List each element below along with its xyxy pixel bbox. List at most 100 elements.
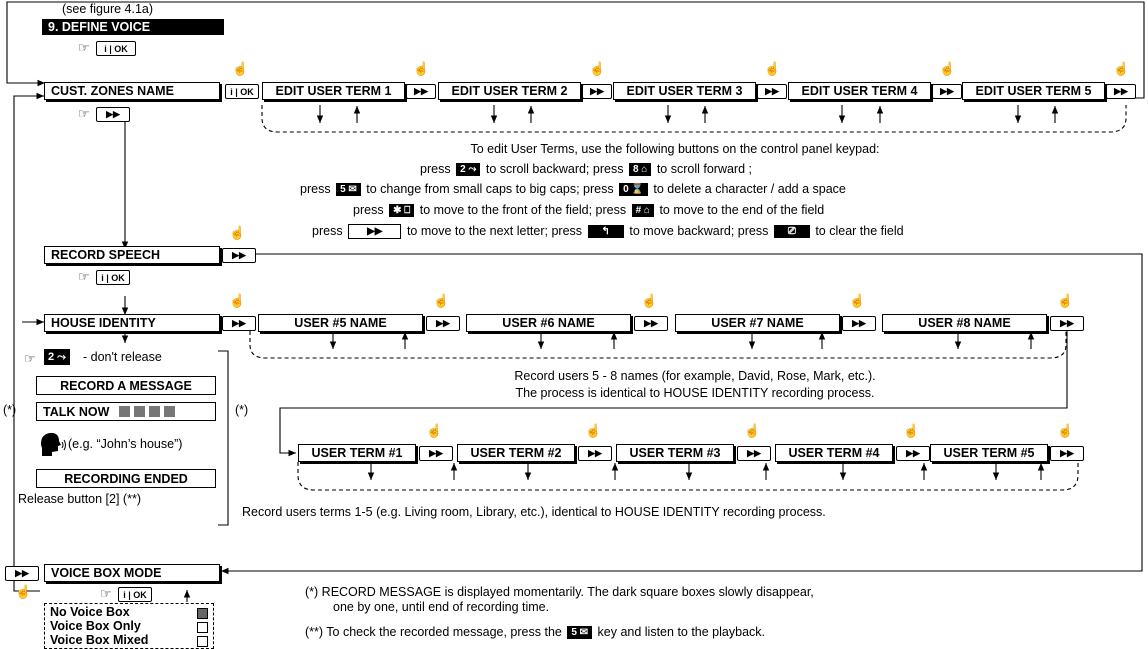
next-key-icon[interactable]: ▶▶ (419, 446, 453, 461)
keypad-hand-icon: ☞ (78, 106, 90, 121)
next-key-icon[interactable]: ▶▶ (932, 84, 962, 99)
pointing-hand-icon: ☝ (585, 423, 602, 438)
ok-key-icon[interactable]: i | OK (225, 84, 259, 99)
next-key-icon[interactable]: ▶▶ (757, 84, 787, 99)
user-name-box[interactable]: USER #6 NAME (466, 314, 631, 332)
user-term-box[interactable]: USER TERM #3 (616, 444, 734, 462)
next-key-icon[interactable]: ▶▶ (896, 446, 930, 461)
edit-instruction-navigate: press ▶▶ to move to the next letter; pre… (312, 224, 904, 240)
key-5-icon: 5 ✉ (567, 626, 593, 640)
option-checkbox[interactable] (197, 622, 208, 633)
voice-box-option[interactable]: Voice Box Mixed (50, 633, 149, 647)
pointing-hand-icon: ☝ (229, 293, 246, 308)
talk-now-display: TALK NOW (36, 402, 216, 421)
footnote-1-cont: one by one, until end of recording time. (333, 600, 550, 614)
next-key-icon[interactable]: ▶▶ (1050, 316, 1084, 331)
pointing-hand-icon: ☝ (1113, 61, 1130, 76)
dont-release-note: - don't release (83, 350, 162, 364)
user-term-box[interactable]: USER TERM #1 (298, 444, 416, 462)
pointing-hand-icon: ☝ (232, 61, 249, 76)
user-name-box[interactable]: USER #8 NAME (882, 314, 1047, 332)
option-checkbox[interactable] (197, 636, 208, 647)
next-key-icon[interactable]: ▶▶ (222, 316, 256, 331)
keypad-hand-icon: ☞ (24, 351, 36, 366)
footnote-marker: (*) (3, 403, 17, 417)
recording-ended-display: RECORDING ENDED (36, 469, 216, 488)
voice-box-option[interactable]: Voice Box Only (50, 619, 141, 633)
clear-key-icon: ⎚ (773, 225, 810, 239)
voice-box-option[interactable]: No Voice Box (50, 605, 130, 619)
user-term-box[interactable]: USER TERM #2 (457, 444, 575, 462)
pointing-hand-icon: ☝ (939, 61, 956, 76)
pointing-hand-icon: ☝ (764, 61, 781, 76)
edit-instructions-intro: To edit User Terms, use the following bu… (470, 142, 880, 156)
pointing-hand-icon: ☝ (903, 423, 920, 438)
keypad-hand-icon: ☞ (100, 586, 112, 601)
record-speech-box[interactable]: RECORD SPEECH (44, 246, 220, 264)
key-2-icon: 2 ⤳ (456, 163, 481, 177)
next-key-icon[interactable]: ▶▶ (842, 316, 876, 331)
back-key-icon: ↰ (587, 225, 624, 239)
edit-user-term-box[interactable]: EDIT USER TERM 1 (262, 82, 405, 100)
next-key-icon[interactable]: ▶▶ (578, 446, 612, 461)
voice-box-mode-box[interactable]: VOICE BOX MODE (44, 564, 220, 582)
next-key-icon[interactable]: ▶▶ (5, 566, 39, 581)
house-identity-box[interactable]: HOUSE IDENTITY (44, 314, 220, 332)
users-note-line1: Record users 5 - 8 names (for example, D… (514, 369, 876, 383)
next-key-icon[interactable]: ▶▶ (222, 248, 256, 263)
next-key-icon[interactable]: ▶▶ (1050, 446, 1084, 461)
edit-instruction-front-end: press ✱ ⎕ to move to the front of the fi… (353, 203, 825, 218)
pointing-hand-icon: ☝ (589, 61, 606, 76)
edit-instruction-caps: press 5 ✉ to change from small caps to b… (300, 182, 846, 197)
next-key-icon[interactable]: ▶▶ (634, 316, 668, 331)
edit-user-term-box[interactable]: EDIT USER TERM 3 (613, 82, 756, 100)
user-name-box[interactable]: USER #5 NAME (258, 314, 423, 332)
next-key-icon[interactable]: ▶▶ (96, 107, 130, 122)
next-key-icon[interactable]: ▶▶ (737, 446, 771, 461)
ok-key-icon[interactable]: i | OK (96, 41, 136, 56)
next-key-icon[interactable]: ▶▶ (582, 84, 612, 99)
progress-square (164, 406, 176, 417)
next-key-icon: ▶▶ (348, 224, 402, 240)
edit-user-term-box[interactable]: EDIT USER TERM 4 (788, 82, 931, 100)
next-key-icon[interactable]: ▶▶ (426, 316, 460, 331)
pointing-hand-icon: ☝ (426, 423, 443, 438)
next-key-icon[interactable]: ▶▶ (1106, 84, 1136, 99)
key-hash-icon: # ⌂ (631, 204, 654, 218)
release-button-note: Release button [2] (**) (18, 492, 141, 506)
ok-key-icon[interactable]: i | OK (118, 587, 152, 602)
progress-square (149, 406, 161, 417)
pointing-hand-icon: ☝ (641, 293, 658, 308)
key-2-icon: 2 ⤳ (44, 349, 70, 365)
pointing-hand-icon: ☝ (229, 225, 246, 240)
user-name-box[interactable]: USER #7 NAME (675, 314, 840, 332)
pointing-hand-icon: ☝ (1057, 293, 1074, 308)
record-message-display: RECORD A MESSAGE (36, 376, 216, 395)
keypad-hand-icon: ☞ (78, 40, 90, 55)
user-term-box[interactable]: USER TERM #5 (930, 444, 1048, 462)
user-term-box[interactable]: USER TERM #4 (775, 444, 893, 462)
ok-key-icon[interactable]: i | OK (96, 270, 130, 285)
edit-user-term-box[interactable]: EDIT USER TERM 2 (438, 82, 581, 100)
pointing-hand-icon: ☝ (413, 61, 430, 76)
keypad-hand-icon: ☞ (78, 269, 90, 284)
option-selected-checkbox[interactable] (197, 608, 208, 619)
footnote-1: (*) RECORD MESSAGE is displayed momentar… (305, 585, 814, 599)
key-8-icon: 8 ⌂ (628, 163, 652, 177)
voice-box-options: No Voice Box Voice Box Only Voice Box Mi… (44, 603, 214, 649)
see-figure-note: (see figure 4.1a) (62, 2, 154, 16)
pointing-hand-icon: ☝ (744, 423, 761, 438)
recording-example: (e.g. “John’s house”) (68, 437, 183, 451)
edit-user-term-box[interactable]: EDIT USER TERM 5 (962, 82, 1105, 100)
next-key-icon[interactable]: ▶▶ (406, 84, 436, 99)
pointing-hand-icon: ☝ (849, 293, 866, 308)
pointing-hand-icon: ☝ (15, 584, 32, 599)
progress-square (134, 406, 146, 417)
edit-instruction-scroll: press 2 ⤳ to scroll backward; press 8 ⌂ … (420, 162, 752, 177)
cust-zones-name-box[interactable]: CUST. ZONES NAME (44, 82, 220, 100)
footnote-marker: (*) (235, 403, 249, 417)
user-terms-note: Record users terms 1-5 (e.g. Living room… (242, 505, 826, 519)
pointing-hand-icon: ☝ (433, 293, 450, 308)
